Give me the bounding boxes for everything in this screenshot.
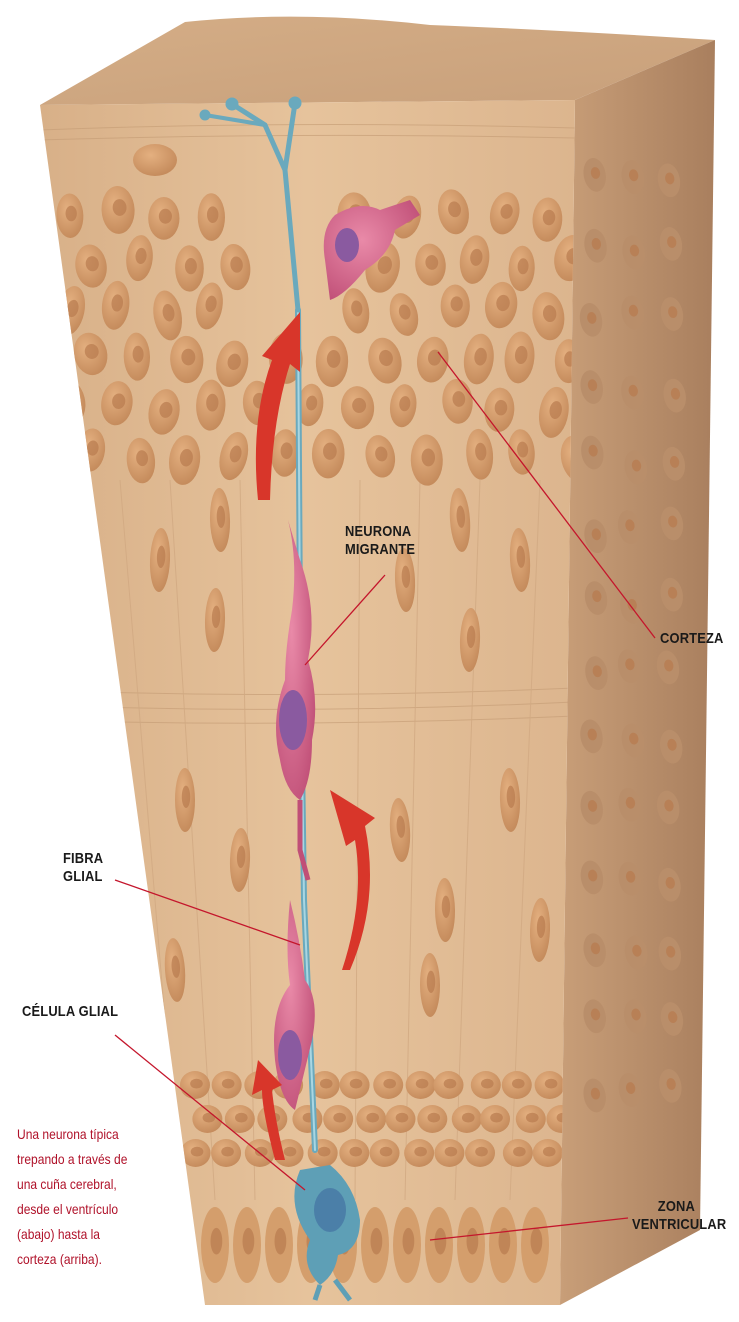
- vz-cell: [373, 1071, 403, 1099]
- label-ventricular-zone-line-1: ZONA: [632, 1198, 726, 1216]
- vz-cell: [533, 1139, 563, 1167]
- vz-cell: [480, 1105, 510, 1133]
- vz-column-cell: [425, 1207, 453, 1283]
- label-migrating-neuron-line-2: MIGRANTE: [345, 541, 415, 559]
- caption-line-4: desde el ventrículo: [17, 1197, 127, 1222]
- label-glial-fiber-line-2: GLIAL: [63, 868, 103, 886]
- vz-column-cell: [457, 1207, 485, 1283]
- caption-line-6: corteza (arriba).: [17, 1247, 127, 1272]
- cortex-cell: [148, 197, 179, 240]
- vz-cell: [339, 1139, 369, 1167]
- label-ventricular-zone-line-2: VENTRICULAR: [632, 1216, 726, 1234]
- caption-line-5: (abajo) hasta la: [17, 1222, 127, 1247]
- vz-cell: [181, 1139, 211, 1167]
- cortex-cell: [175, 245, 204, 291]
- vz-cell: [404, 1139, 434, 1167]
- vz-cell: [465, 1139, 495, 1167]
- label-migrating-neuron-line-1: NEURONA: [345, 523, 415, 541]
- vz-cell: [292, 1105, 322, 1133]
- label-migrating-neuron: NEURONA MIGRANTE: [345, 523, 415, 559]
- label-glial-fiber-line-1: FIBRA: [63, 850, 103, 868]
- vz-cell: [180, 1071, 210, 1099]
- label-glial-cell: CÉLULA GLIAL: [22, 1003, 118, 1021]
- vz-cell: [535, 1071, 565, 1099]
- caption: Una neurona típica trepando a través de …: [17, 1122, 127, 1272]
- vz-cell: [516, 1105, 546, 1133]
- vz-cell: [370, 1139, 400, 1167]
- label-ventricular-zone: ZONA VENTRICULAR: [632, 1198, 726, 1234]
- surface-cell: [133, 144, 177, 176]
- vz-cell: [471, 1071, 501, 1099]
- caption-line-3: una cuña cerebral,: [17, 1172, 127, 1197]
- vz-cell: [212, 1071, 242, 1099]
- vz-column-cell: [201, 1207, 229, 1283]
- vz-cell: [502, 1071, 532, 1099]
- vz-cell: [434, 1139, 464, 1167]
- vz-column-cell: [393, 1207, 421, 1283]
- vz-cell: [356, 1105, 386, 1133]
- vz-cell: [452, 1105, 482, 1133]
- vz-cell: [211, 1139, 241, 1167]
- vz-column-cell: [489, 1207, 517, 1283]
- vz-cell: [323, 1105, 353, 1133]
- vz-cell: [340, 1071, 370, 1099]
- caption-line-2: trepando a través de: [17, 1147, 127, 1172]
- vz-cell: [417, 1105, 447, 1133]
- vz-cell: [503, 1139, 533, 1167]
- label-cortex: CORTEZA: [660, 630, 724, 648]
- vz-column-cell: [233, 1207, 261, 1283]
- vz-column-cell: [265, 1207, 293, 1283]
- caption-line-1: Una neurona típica: [17, 1122, 127, 1147]
- vz-cell: [434, 1071, 464, 1099]
- label-glial-fiber: FIBRA GLIAL: [63, 850, 103, 886]
- vz-cell: [406, 1071, 436, 1099]
- vz-column-cell: [521, 1207, 549, 1283]
- vz-column-cell: [361, 1207, 389, 1283]
- vz-cell: [385, 1105, 415, 1133]
